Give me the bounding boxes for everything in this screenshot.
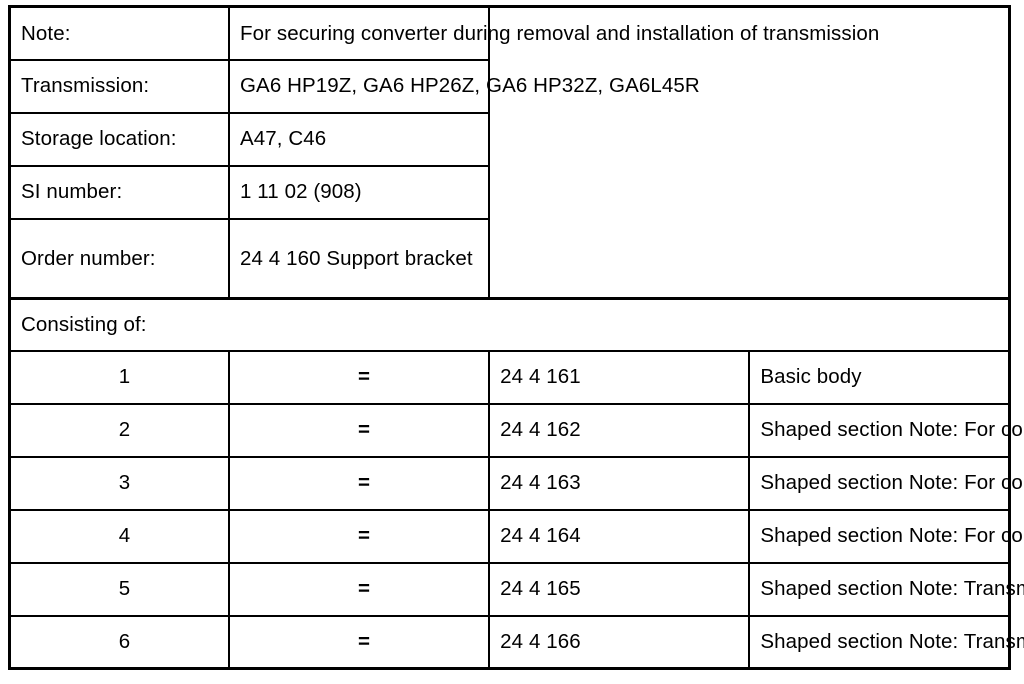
item-equals-sign: = <box>227 561 491 617</box>
item-equals-sign: = <box>227 508 491 564</box>
item-equals-sign: = <box>227 402 491 458</box>
row-value-storage-location: A47, C46 <box>227 111 491 167</box>
item-part-number: 24 4 166 <box>488 614 751 670</box>
item-index: 5 <box>8 561 230 617</box>
row-value-order-number: 24 4 160 Support bracket <box>227 217 491 300</box>
table-row-transmission: Transmission: GA6 HP19Z, GA6 HP26Z, GA6 … <box>8 58 1010 114</box>
row-value-note: For securing converter during removal an… <box>227 5 879 61</box>
section-heading-consisting-of: Consisting of: <box>8 297 1011 352</box>
row-value-si-number: 1 11 02 (908) <box>227 164 491 220</box>
table-row-item: 3 = 24 4 163 Shaped section Note: For co… <box>8 455 1024 511</box>
table-row-item: 2 = 24 4 162 Shaped section Note: For co… <box>8 402 1024 458</box>
table-row-note: Note: For securing converter during remo… <box>8 5 1010 61</box>
item-index: 2 <box>8 402 230 458</box>
item-part-number: 24 4 165 <box>488 561 751 617</box>
item-description: Shaped section Note: Transmission: GA6 H… <box>748 561 1024 617</box>
item-index: 4 <box>8 508 230 564</box>
item-part-number: 24 4 162 <box>488 402 751 458</box>
item-description: Shaped section Note: For converter varia… <box>748 455 1024 511</box>
item-part-number: 24 4 163 <box>488 455 751 511</box>
table-row-item: 1 = 24 4 161 Basic body <box>8 349 1011 405</box>
table-row-order-number: Order number: 24 4 160 Support bracket <box>8 217 1010 300</box>
row-label-transmission: Transmission: <box>8 58 230 114</box>
item-description: Shaped section Note: For converter varia… <box>748 402 1024 458</box>
item-equals-sign: = <box>227 455 491 511</box>
item-equals-sign: = <box>227 349 491 405</box>
item-index: 3 <box>8 455 230 511</box>
row-label-storage-location: Storage location: <box>8 111 230 167</box>
item-index: 6 <box>8 614 230 670</box>
special-tool-info-table: Note: For securing converter during remo… <box>8 5 1024 670</box>
item-description: Shaped section Note: For converter varia… <box>748 508 1024 564</box>
item-part-number: 24 4 164 <box>488 508 751 564</box>
row-label-order-number: Order number: <box>8 217 230 300</box>
row-label-note: Note: <box>8 5 230 61</box>
table-row-consisting-of: Consisting of: <box>8 297 1011 352</box>
item-index: 1 <box>8 349 230 405</box>
table-row-item: 5 = 24 4 165 Shaped section Note: Transm… <box>8 561 1024 617</box>
item-description: Basic body <box>748 349 1011 405</box>
item-description: Shaped section Note: Transmission: GA6L4… <box>748 614 1024 670</box>
table-row-si-number: SI number: 1 11 02 (908) <box>8 164 1010 220</box>
table-row-storage-location: Storage location: A47, C46 <box>8 111 1010 167</box>
row-label-si-number: SI number: <box>8 164 230 220</box>
table-row-item: 4 = 24 4 164 Shaped section Note: For co… <box>8 508 1024 564</box>
table-row-item: 6 = 24 4 166 Shaped section Note: Transm… <box>8 614 1024 670</box>
item-part-number: 24 4 161 <box>488 349 751 405</box>
row-value-transmission: GA6 HP19Z, GA6 HP26Z, GA6 HP32Z, GA6L45R <box>227 58 700 114</box>
item-equals-sign: = <box>227 614 491 670</box>
